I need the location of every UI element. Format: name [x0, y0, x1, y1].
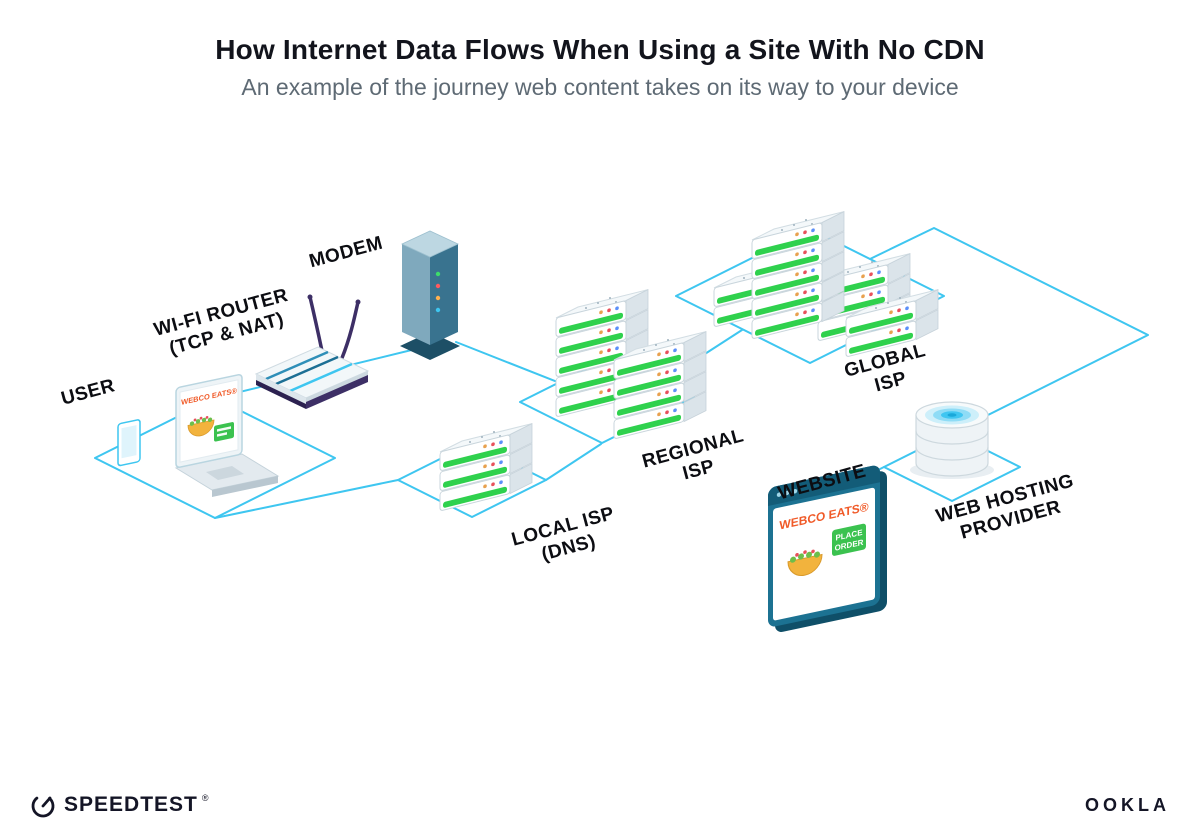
router-antennas: [307, 294, 361, 360]
browser-title-bar: [768, 465, 880, 506]
mobile-device-illustration: [117, 419, 141, 467]
laptop-taco-graphic: [187, 415, 215, 437]
page-title: How Internet Data Flows When Using a Sit…: [215, 34, 985, 65]
header: How Internet Data Flows When Using a Sit…: [0, 34, 1200, 101]
page-subtitle: An example of the journey web content ta…: [241, 74, 959, 100]
modem-status-leds: [435, 271, 441, 313]
global-isp-servers: [713, 211, 939, 358]
speedtest-trademark-symbol: ®: [201, 793, 209, 803]
label-user: USER: [59, 375, 117, 409]
modem-illustration: [400, 230, 460, 360]
wifi-router-illustration: [254, 294, 370, 409]
ookla-wordmark: OOKLA: [1085, 795, 1170, 815]
regional-isp-servers: [555, 289, 707, 440]
place-order-button-graphic: [832, 523, 866, 556]
website-browser-window: WEBCO EATS® PLACE ORDER: [768, 465, 887, 632]
speedtest-gauge-icon: [31, 794, 55, 818]
user-laptop-illustration: WEBCO EATS®: [117, 373, 280, 497]
label-modem: MODEM: [307, 233, 385, 273]
speedtest-wordmark: SPEEDTEST: [64, 793, 198, 816]
browser-taco-graphic: [787, 549, 823, 577]
local-isp-servers: [439, 423, 533, 512]
speedtest-logo: SPEEDTEST ®: [30, 792, 209, 818]
web-hosting-database: [910, 401, 994, 479]
